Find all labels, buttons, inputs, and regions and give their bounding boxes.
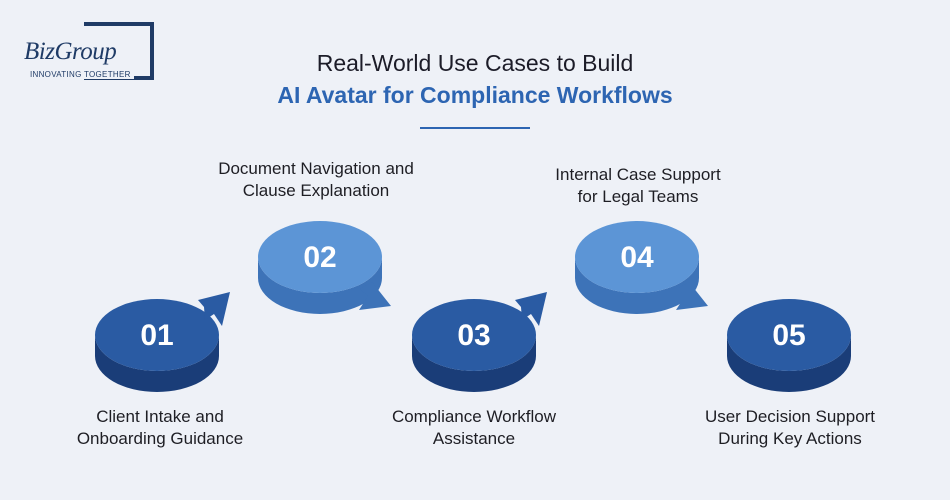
step-04-label: Internal Case Support for Legal Teams: [518, 164, 758, 208]
step-05-label-line1: User Decision Support: [704, 407, 876, 426]
step-02-label-line2: Clause Explanation: [242, 181, 390, 200]
step-04-number: 04: [620, 241, 654, 274]
step-05-label-line2: During Key Actions: [718, 429, 862, 448]
step-02-label: Document Navigation and Clause Explanati…: [196, 158, 436, 202]
step-04-disc: 04: [575, 221, 708, 314]
title-underline: [420, 127, 530, 129]
bizgroup-logo: BizGroup INNOVATING TOGETHER: [22, 22, 158, 84]
step-02-label-line1: Document Navigation and: [218, 159, 414, 178]
step-03-arrow: [515, 292, 547, 326]
step-01-disc: 01: [95, 292, 230, 392]
page-title-line1: Real-World Use Cases to Build: [316, 50, 634, 76]
logo-tagline: INNOVATING TOGETHER: [30, 70, 134, 79]
step-05-number: 05: [772, 319, 805, 352]
step-02-arrow: [359, 282, 391, 310]
logo-wordmark: BizGroup: [24, 38, 119, 66]
step-01-label: Client Intake and Onboarding Guidance: [40, 406, 280, 450]
step-03-label-line2: Assistance: [432, 429, 516, 448]
step-01-number: 01: [140, 319, 173, 352]
step-04-label-line2: for Legal Teams: [577, 187, 699, 206]
step-05-disc: 05: [727, 299, 851, 392]
page-title-line2: AI Avatar for Compliance Workflows: [277, 82, 673, 108]
step-01-label-line2: Onboarding Guidance: [76, 429, 244, 448]
step-01-arrow: [198, 292, 230, 326]
step-03-label: Compliance Workflow Assistance: [354, 406, 594, 450]
step-02-disc: 02: [258, 221, 391, 314]
step-03-label-line1: Compliance Workflow: [391, 407, 557, 426]
step-01-label-line1: Client Intake and: [96, 407, 224, 426]
step-04-arrow: [676, 282, 708, 310]
step-02-number: 02: [303, 241, 336, 274]
step-04-label-line1: Internal Case Support: [555, 165, 721, 184]
step-05-label: User Decision Support During Key Actions: [670, 406, 910, 450]
step-03-number: 03: [457, 319, 490, 352]
step-03-disc: 03: [412, 292, 547, 392]
